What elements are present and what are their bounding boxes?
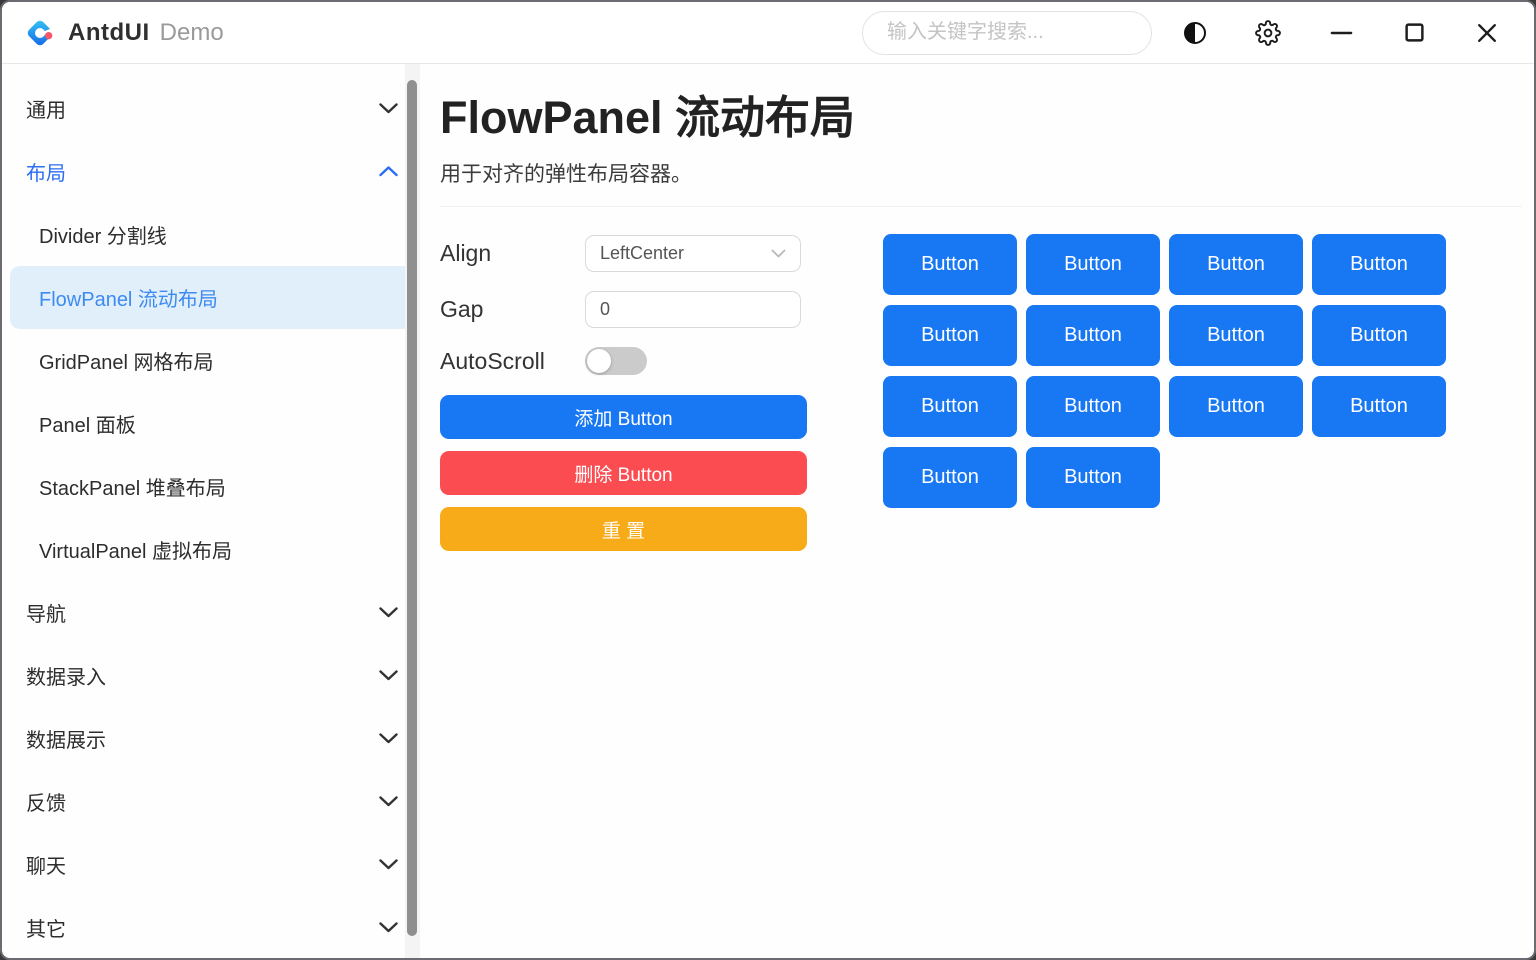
chevron-down-icon (379, 859, 398, 870)
sidebar-group-other[interactable]: 其它 (10, 896, 420, 958)
sidebar-menu: 通用 布局 Divider 分割线 FlowPanel 流动布局 (2, 64, 420, 958)
sidebar-item-gridpanel[interactable]: GridPanel 网格布局 (10, 329, 420, 392)
page-subtitle: 用于对齐的弹性布局容器。 (440, 163, 692, 187)
chevron-up-icon (379, 166, 398, 177)
theme-toggle-button[interactable] (1172, 10, 1218, 56)
sidebar-group-label: 数据录入 (26, 667, 106, 689)
app-title: AntdUI (68, 18, 150, 46)
sidebar-group-label: 布局 (26, 163, 66, 185)
demo-button[interactable]: Button (1026, 376, 1160, 438)
sidebar-group-label: 数据展示 (26, 730, 106, 752)
autoscroll-label: AutoScroll (440, 347, 545, 374)
chevron-down-icon (771, 249, 786, 258)
page-title: FlowPanel 流动布局 (440, 92, 856, 143)
sidebar-group-data-display[interactable]: 数据展示 (10, 707, 420, 770)
demo-button[interactable]: Button (1169, 305, 1303, 367)
sidebar-group-layout[interactable]: 布局 (10, 140, 420, 203)
minimize-button[interactable] (1318, 10, 1364, 56)
sidebar-scrollbar-track[interactable] (405, 64, 420, 958)
align-select[interactable]: LeftCenter (585, 235, 801, 273)
sidebar-group-general[interactable]: 通用 (10, 77, 420, 140)
section-divider (440, 206, 1522, 208)
sidebar-item-virtualpanel[interactable]: VirtualPanel 虚拟布局 (10, 518, 420, 581)
close-button[interactable] (1464, 10, 1510, 56)
antdui-logo-icon (27, 20, 55, 45)
sidebar-item-label: Divider 分割线 (39, 226, 167, 248)
sidebar-group-chat[interactable]: 聊天 (10, 833, 420, 896)
chevron-down-icon (379, 796, 398, 807)
demo-controls: Align LeftCenter Gap AutoScrol (440, 235, 807, 552)
app-body: 通用 布局 Divider 分割线 FlowPanel 流动布局 (2, 64, 1534, 958)
theme-contrast-icon (1184, 21, 1206, 44)
sidebar-item-label: FlowPanel 流动布局 (39, 289, 218, 311)
sidebar-group-label: 其它 (26, 919, 66, 941)
close-icon (1478, 23, 1496, 42)
align-select-value: LeftCenter (600, 243, 685, 264)
demo-button[interactable]: Button (1312, 305, 1446, 367)
titlebar: AntdUI Demo (2, 2, 1534, 64)
demo-button[interactable]: Button (883, 234, 1017, 296)
demo-button[interactable]: Button (1169, 376, 1303, 438)
search-box[interactable] (862, 10, 1154, 55)
gap-input[interactable] (585, 291, 801, 329)
sidebar-group-feedback[interactable]: 反馈 (10, 770, 420, 833)
gap-row: Gap (440, 291, 807, 329)
demo-button[interactable]: Button (883, 305, 1017, 367)
demo-button[interactable]: Button (883, 447, 1017, 509)
sidebar: 通用 布局 Divider 分割线 FlowPanel 流动布局 (2, 64, 420, 958)
demo-button[interactable]: Button (1026, 305, 1160, 367)
remove-button[interactable]: 删除 Button (440, 451, 807, 496)
demo-button[interactable]: Button (1026, 447, 1160, 509)
demo-button[interactable]: Button (1169, 234, 1303, 296)
gear-icon (1255, 19, 1281, 46)
search-input[interactable] (885, 20, 1154, 45)
app-title-suffix: Demo (159, 18, 224, 46)
titlebar-right (862, 10, 1510, 56)
sidebar-group-label: 通用 (26, 100, 66, 122)
demo-button[interactable]: Button (883, 376, 1017, 438)
maximize-icon (1404, 23, 1424, 42)
chevron-down-icon (379, 733, 398, 744)
chevron-down-icon (379, 103, 398, 114)
add-button[interactable]: 添加 Button (440, 395, 807, 440)
align-row: Align LeftCenter (440, 235, 807, 273)
gap-label: Gap (440, 296, 484, 323)
demo-section: Align LeftCenter Gap AutoScrol (440, 234, 1522, 552)
chevron-down-icon (379, 922, 398, 933)
demo-button[interactable]: Button (1312, 376, 1446, 438)
demo-button[interactable]: Button (1312, 234, 1446, 296)
flowpanel-demo-grid: Button Button Button Button Button Butto… (883, 234, 1453, 551)
main-content: FlowPanel 流动布局 用于对齐的弹性布局容器。 Align LeftCe… (420, 64, 1534, 958)
reset-button[interactable]: 重 置 (440, 507, 807, 552)
chevron-down-icon (379, 607, 398, 618)
chevron-down-icon (379, 670, 398, 681)
sidebar-item-label: GridPanel 网格布局 (39, 352, 214, 374)
sidebar-group-navigation[interactable]: 导航 (10, 581, 420, 644)
sidebar-group-label: 导航 (26, 604, 66, 626)
sidebar-group-label: 聊天 (26, 856, 66, 878)
align-label: Align (440, 240, 492, 267)
sidebar-item-divider[interactable]: Divider 分割线 (10, 203, 420, 266)
toggle-knob (587, 349, 611, 374)
sidebar-item-flowpanel[interactable]: FlowPanel 流动布局 (10, 266, 420, 329)
sidebar-item-label: StackPanel 堆叠布局 (39, 478, 226, 500)
sidebar-group-label: 反馈 (26, 793, 66, 815)
sidebar-item-label: Panel 面板 (39, 415, 136, 437)
sidebar-group-data-entry[interactable]: 数据录入 (10, 644, 420, 707)
sidebar-item-label: VirtualPanel 虚拟布局 (39, 541, 233, 563)
autoscroll-toggle[interactable] (585, 347, 647, 376)
demo-button[interactable]: Button (1026, 234, 1160, 296)
minimize-icon (1330, 31, 1352, 35)
autoscroll-row: AutoScroll (440, 347, 807, 376)
settings-button[interactable] (1245, 10, 1291, 56)
maximize-button[interactable] (1391, 10, 1437, 56)
sidebar-item-panel[interactable]: Panel 面板 (10, 392, 420, 455)
sidebar-item-stackpanel[interactable]: StackPanel 堆叠布局 (10, 455, 420, 518)
sidebar-scrollbar-thumb[interactable] (407, 80, 417, 936)
